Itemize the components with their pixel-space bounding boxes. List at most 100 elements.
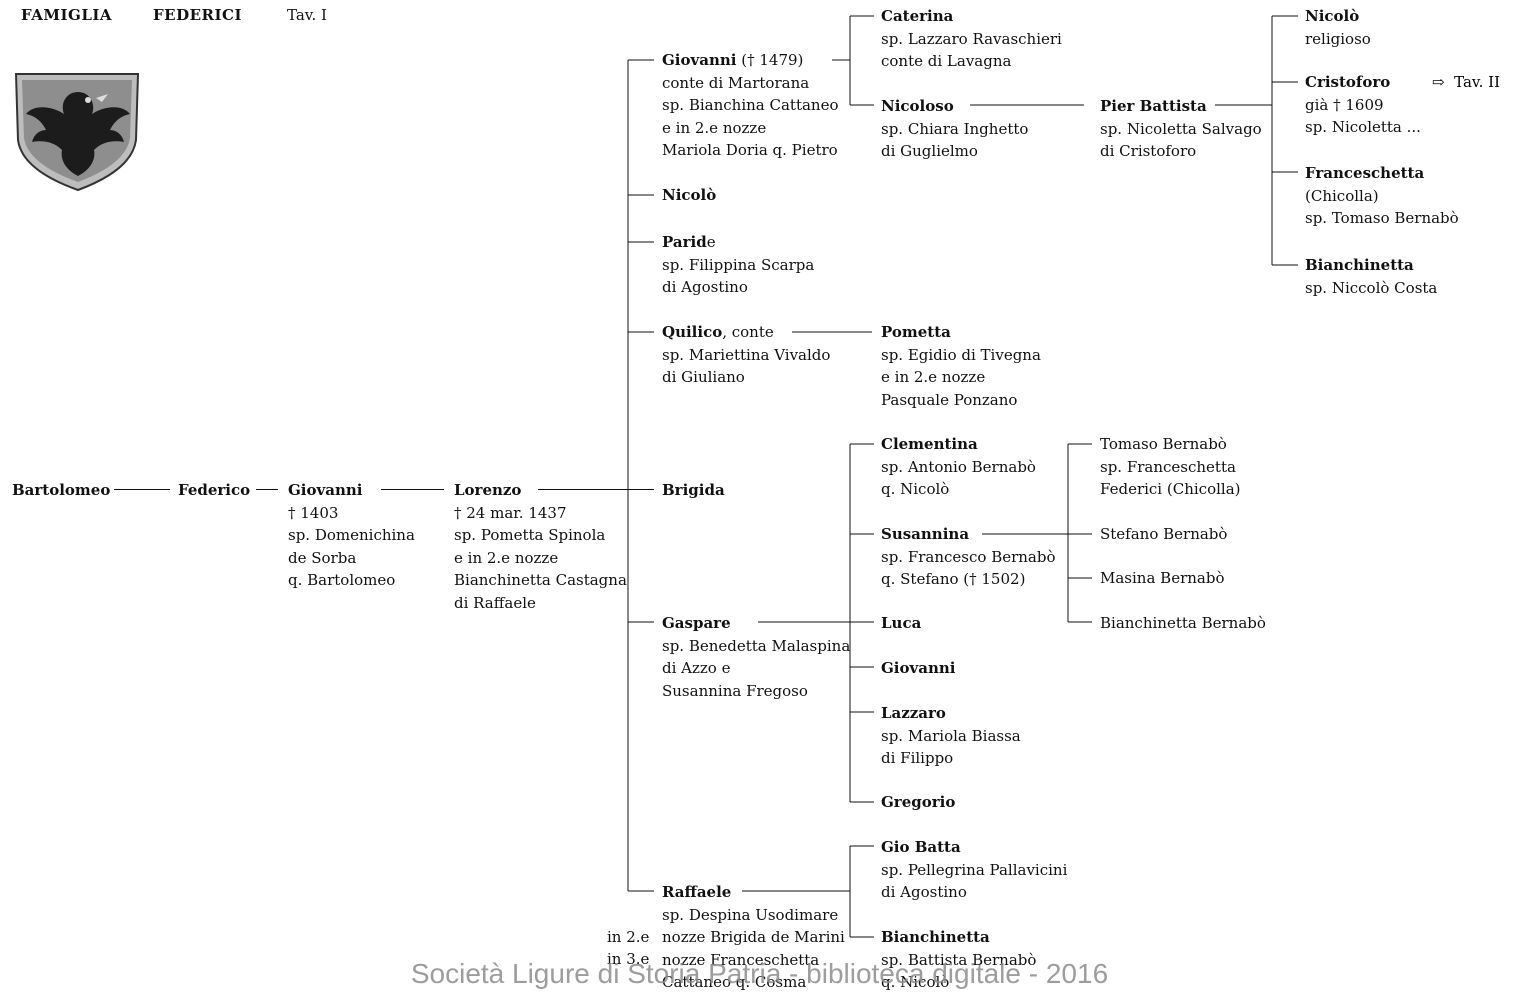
person-detail-line: de Sorba bbox=[288, 548, 357, 567]
person-detail-line: e in 2.e nozze bbox=[454, 548, 559, 567]
person-detail-line: di Agostino bbox=[662, 278, 748, 296]
person-clementina: Clementina sp. Antonio Bernabò q. Nicolò bbox=[881, 433, 1036, 501]
header-plate-number: Tav. I bbox=[287, 6, 327, 24]
person-name: Bartolomeo bbox=[12, 481, 111, 499]
person-lorenzo: Lorenzo † 24 mar. 1437 sp. Pometta Spinola… bbox=[454, 479, 627, 614]
person-detail-line: sp. Domenichina bbox=[288, 526, 415, 544]
coat-of-arms-icon bbox=[14, 73, 140, 192]
raffaele-marriage-prefix: in 2.e bbox=[607, 928, 650, 946]
header-famiglia: FAMIGLIA bbox=[21, 6, 113, 24]
person-detail-line: sp. Franceschetta bbox=[1100, 457, 1236, 476]
person-detail-line: sp. Egidio di Tivegna bbox=[881, 345, 1041, 364]
person-detail-line: Bianchinetta Castagna bbox=[454, 571, 627, 589]
person-nicolo-a: Nicolò bbox=[662, 184, 716, 207]
person-detail-line: sp. Bianchina Cattaneo bbox=[662, 96, 839, 114]
person-name-suffix: († 1479) bbox=[736, 51, 804, 69]
person-detail-line: Tomaso Bernabò bbox=[1100, 435, 1227, 453]
person-detail-line: di Cristoforo bbox=[1100, 142, 1197, 160]
person-detail-line: di Filippo bbox=[881, 749, 954, 767]
person-detail-line: sp. Antonio Bernabò bbox=[881, 457, 1036, 476]
person-name: Giovanni bbox=[288, 481, 363, 499]
person-name: Raffaele bbox=[662, 883, 732, 901]
person-detail-line: sp. Mariettina Vivaldo bbox=[662, 345, 831, 364]
person-name: Gio Batta bbox=[881, 838, 961, 856]
person-brigida: Brigida bbox=[662, 479, 725, 502]
person-detail-line: di Guglielmo bbox=[881, 142, 978, 160]
person-detail-line: Masina Bernabò bbox=[1100, 569, 1225, 587]
person-detail-line: q. Stefano († 1502) bbox=[881, 570, 1026, 588]
person-name: Quilico bbox=[662, 323, 723, 341]
person-detail-line: Stefano Bernabò bbox=[1100, 525, 1228, 543]
person-name: Clementina bbox=[881, 435, 978, 453]
person-detail-line: Mariola Doria q. Pietro bbox=[662, 141, 838, 159]
cross-reference-label: Tav. II bbox=[1454, 73, 1500, 91]
person-gregorio: Gregorio bbox=[881, 791, 955, 814]
person-detail-line: e in 2.e nozze bbox=[662, 118, 767, 137]
cross-reference-tav-ii[interactable]: ⇨ Tav. II bbox=[1432, 71, 1500, 94]
person-detail-line: sp. Tomaso Bernabò bbox=[1305, 209, 1459, 227]
person-name: Gregorio bbox=[881, 793, 956, 811]
person-detail-line: Bianchinetta Bernabò bbox=[1100, 614, 1266, 632]
person-franceschetta: Franceschetta (Chicolla) sp. Tomaso Bernab… bbox=[1305, 162, 1459, 230]
person-name: Caterina bbox=[881, 7, 954, 25]
person-name: Gaspare bbox=[662, 614, 731, 632]
person-bartolomeo: Bartolomeo bbox=[12, 479, 110, 502]
person-giovanni-g: Giovanni bbox=[881, 657, 955, 680]
person-detail-line: sp. Nicoletta ... bbox=[1305, 118, 1421, 136]
person-giovanni-1403: Giovanni † 1403 sp. Domenichina de Sorba q. … bbox=[288, 479, 415, 592]
person-detail-line: religioso bbox=[1305, 29, 1371, 48]
person-name: Luca bbox=[881, 614, 922, 632]
person-detail-line: sp. Filippina Scarpa bbox=[662, 255, 815, 274]
person-detail-line: di Agostino bbox=[881, 883, 967, 901]
person-detail-line: † 1403 bbox=[288, 503, 339, 522]
person-detail-line: q. Nicolò bbox=[881, 480, 950, 498]
person-name: Susannina bbox=[881, 525, 970, 543]
person-detail-line: Pasquale Ponzano bbox=[881, 390, 1018, 409]
person-name: Bianchinetta bbox=[1305, 256, 1414, 274]
person-detail-line: di Azzo e bbox=[662, 659, 731, 677]
person-name: Cristoforo bbox=[1305, 73, 1391, 91]
person-detail-line: Susannina Fregoso bbox=[662, 681, 808, 700]
person-federico: Federico bbox=[178, 479, 250, 502]
person-detail-line: sp. Niccolò Costa bbox=[1305, 278, 1438, 297]
person-detail-line: sp. Pometta Spinola bbox=[454, 526, 606, 544]
person-detail-line: di Giuliano bbox=[662, 368, 745, 386]
person-paride: Paride sp. Filippina Scarpa di Agostino bbox=[662, 231, 814, 299]
person-detail-line: nozze Franceschetta bbox=[662, 950, 820, 969]
person-detail-line: q. Bartolomeo bbox=[288, 571, 396, 589]
person-name: Bianchinetta bbox=[881, 928, 990, 946]
person-name: Lazzaro bbox=[881, 704, 946, 722]
person-name: Franceschetta bbox=[1305, 164, 1425, 182]
person-detail-line: sp. Benedetta Malaspina bbox=[662, 636, 851, 655]
person-name: Pier Battista bbox=[1100, 97, 1207, 115]
person-gaspare: Gaspare sp. Benedetta Malaspina di Azzo e S… bbox=[662, 612, 850, 702]
person-detail-line: (Chicolla) bbox=[1305, 186, 1379, 205]
person-masina: Masina Bernabò bbox=[1100, 567, 1224, 590]
person-detail-line: † 24 mar. 1437 bbox=[454, 503, 567, 522]
right-arrow-icon: ⇨ bbox=[1432, 73, 1445, 91]
person-detail-line: sp. Battista Bernabò bbox=[881, 950, 1037, 969]
person-name: Nicolò bbox=[662, 186, 717, 204]
person-name: Parid bbox=[662, 233, 707, 251]
person-detail-line: già † 1609 bbox=[1305, 95, 1384, 114]
person-detail-line: Federici (Chicolla) bbox=[1100, 480, 1241, 498]
person-name: Lorenzo bbox=[454, 481, 522, 499]
person-name-suffix: e bbox=[706, 233, 716, 251]
person-detail-line: di Raffaele bbox=[454, 593, 536, 612]
person-detail-line: sp. Francesco Bernabò bbox=[881, 547, 1056, 566]
raffaele-marriage-prefix: in 3.e bbox=[607, 950, 650, 968]
person-stefano: Stefano Bernabò bbox=[1100, 523, 1227, 546]
header-surname: FEDERICI bbox=[153, 6, 242, 24]
person-detail-line: sp. Despina Usodimare bbox=[662, 905, 839, 924]
person-name: Nicoloso bbox=[881, 97, 954, 115]
person-detail-line: sp. Nicoletta Salvago bbox=[1100, 119, 1262, 138]
